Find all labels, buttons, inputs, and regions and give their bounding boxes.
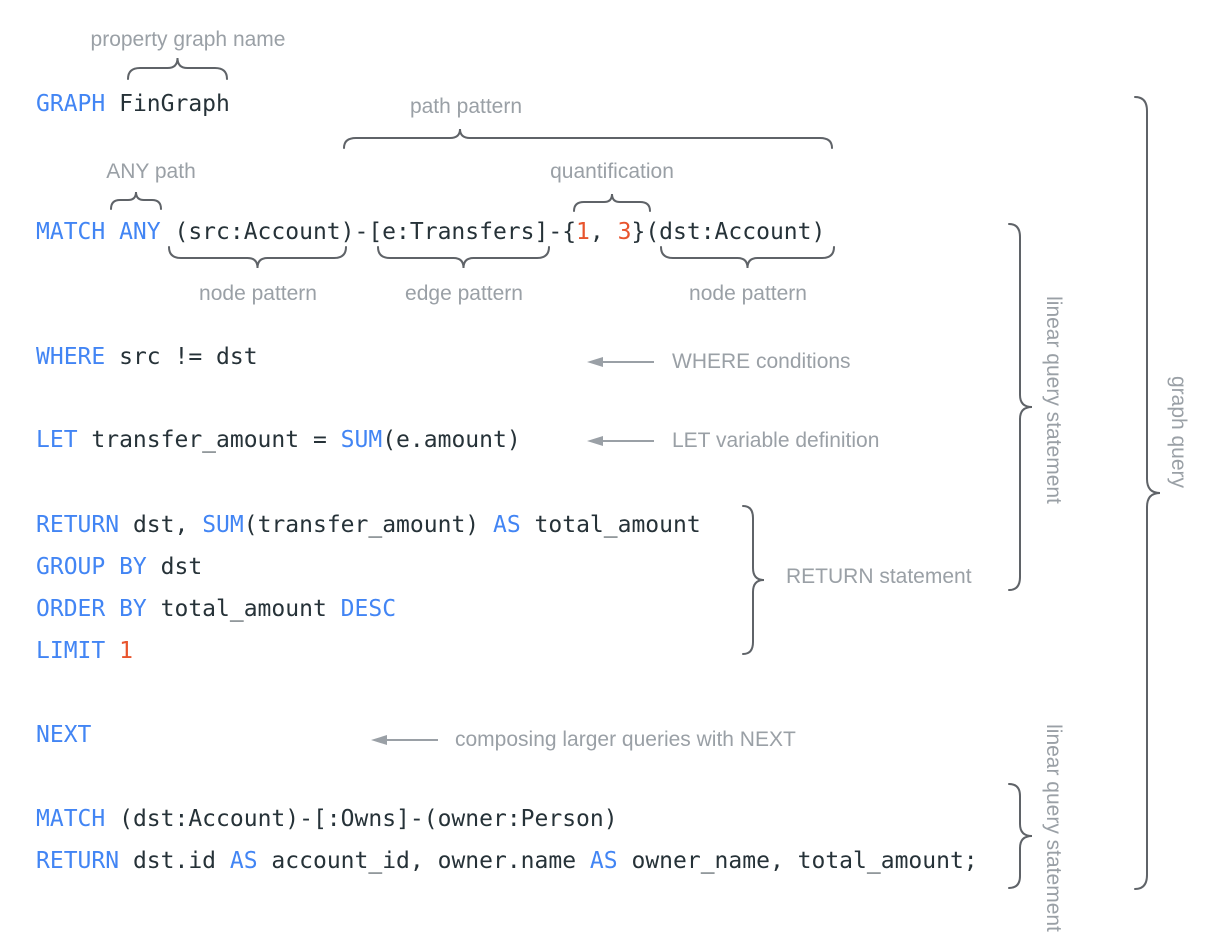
code-token: total_amount <box>520 512 701 538</box>
code-token: src != dst <box>105 344 258 370</box>
code-line-limit: LIMIT 1 <box>36 637 133 665</box>
code-token: dst <box>146 554 203 580</box>
code-token: SUM <box>202 512 244 538</box>
code-token: WHERE <box>36 344 106 370</box>
code-token: MATCH <box>36 806 106 832</box>
code-line-group-by: GROUP BY dst <box>36 553 202 581</box>
let-arrow-icon <box>587 436 654 446</box>
code-line-return: RETURN dst, SUM(transfer_amount) AS tota… <box>36 511 701 539</box>
code-token: AS <box>492 512 521 538</box>
code-token: LET <box>36 427 78 453</box>
code-token: (transfer_amount) <box>243 512 493 538</box>
code-token: 1 <box>119 638 133 664</box>
code-token: FinGraph <box>105 91 230 117</box>
code-token: MATCH ANY <box>36 219 161 245</box>
label-graph-query: graph query <box>1167 375 1190 489</box>
brace-node-pattern-src <box>168 246 347 269</box>
brace-edge-pattern <box>377 246 550 269</box>
code-token: RETURN <box>36 848 120 874</box>
label-node-pattern-src: node pattern <box>199 282 317 305</box>
label-return-statement: RETURN statement <box>786 565 972 588</box>
code-line-next: NEXT <box>36 721 91 749</box>
brace-return-statement <box>742 505 765 655</box>
code-token: SUM <box>340 427 383 453</box>
code-token: dst.id <box>119 848 230 874</box>
code-token: account_id, owner.name <box>257 848 590 874</box>
label-path-pattern: path pattern <box>409 95 523 118</box>
code-token: (dst:Account)-[:Owns]-(owner:Person) <box>105 806 618 832</box>
label-quantification: quantification <box>550 160 674 183</box>
code-line-match-2: MATCH (dst:Account)-[:Owns]-(owner:Perso… <box>36 805 618 833</box>
label-linear-query-statement-1: linear query statement <box>1042 296 1065 504</box>
brace-quantification <box>573 193 651 212</box>
label-where-conditions: WHERE conditions <box>672 350 851 373</box>
brace-property-graph-name <box>127 57 228 80</box>
code-token: ORDER BY <box>36 596 147 622</box>
code-token: NEXT <box>36 722 92 748</box>
label-property-graph-name: property graph name <box>90 28 286 51</box>
code-token: 3 <box>617 219 632 245</box>
code-line-where: WHERE src != dst <box>36 343 258 371</box>
code-token <box>105 638 119 664</box>
label-let-definition: LET variable definition <box>672 429 880 452</box>
label-any-path: ANY path <box>106 160 196 183</box>
code-line-let: LET transfer_amount = SUM(e.amount) <box>36 426 521 454</box>
code-token: owner_name, total_amount; <box>617 848 978 874</box>
code-token: LIMIT <box>36 638 106 664</box>
code-line-return-2: RETURN dst.id AS account_id, owner.name … <box>36 847 978 875</box>
code-token: (e.amount) <box>382 427 521 453</box>
code-token: RETURN <box>36 512 120 538</box>
next-arrow-icon <box>371 735 438 745</box>
label-next-compose: composing larger queries with NEXT <box>455 728 796 751</box>
brace-node-pattern-dst <box>660 246 835 269</box>
code-token: }(dst:Account) <box>631 219 826 245</box>
brace-linear-query-statement-1 <box>1008 223 1033 591</box>
code-line-graph: GRAPH FinGraph <box>36 90 230 118</box>
code-token: GROUP BY <box>36 554 147 580</box>
brace-path-pattern <box>343 128 833 149</box>
label-edge-pattern: edge pattern <box>405 282 523 305</box>
where-arrow-icon <box>587 357 654 367</box>
label-node-pattern-dst: node pattern <box>689 282 807 305</box>
code-token: AS <box>589 848 618 874</box>
code-token: dst, <box>119 512 203 538</box>
brace-any-path <box>110 191 162 210</box>
brace-linear-query-statement-2 <box>1008 783 1033 889</box>
code-token: GRAPH <box>36 91 106 117</box>
code-token: DESC <box>340 596 397 622</box>
code-token: transfer_amount = <box>77 427 341 453</box>
brace-graph-query <box>1134 96 1161 890</box>
code-token: , <box>589 219 618 245</box>
label-linear-query-statement-2: linear query statement <box>1042 724 1065 932</box>
code-token: total_amount <box>146 596 341 622</box>
code-token: 1 <box>576 219 590 245</box>
code-line-match: MATCH ANY (src:Account)-[e:Transfers]-{1… <box>36 218 825 246</box>
code-token: AS <box>229 848 258 874</box>
code-line-order-by: ORDER BY total_amount DESC <box>36 595 396 623</box>
code-token: (src:Account)-[e:Transfers]-{ <box>160 219 577 245</box>
